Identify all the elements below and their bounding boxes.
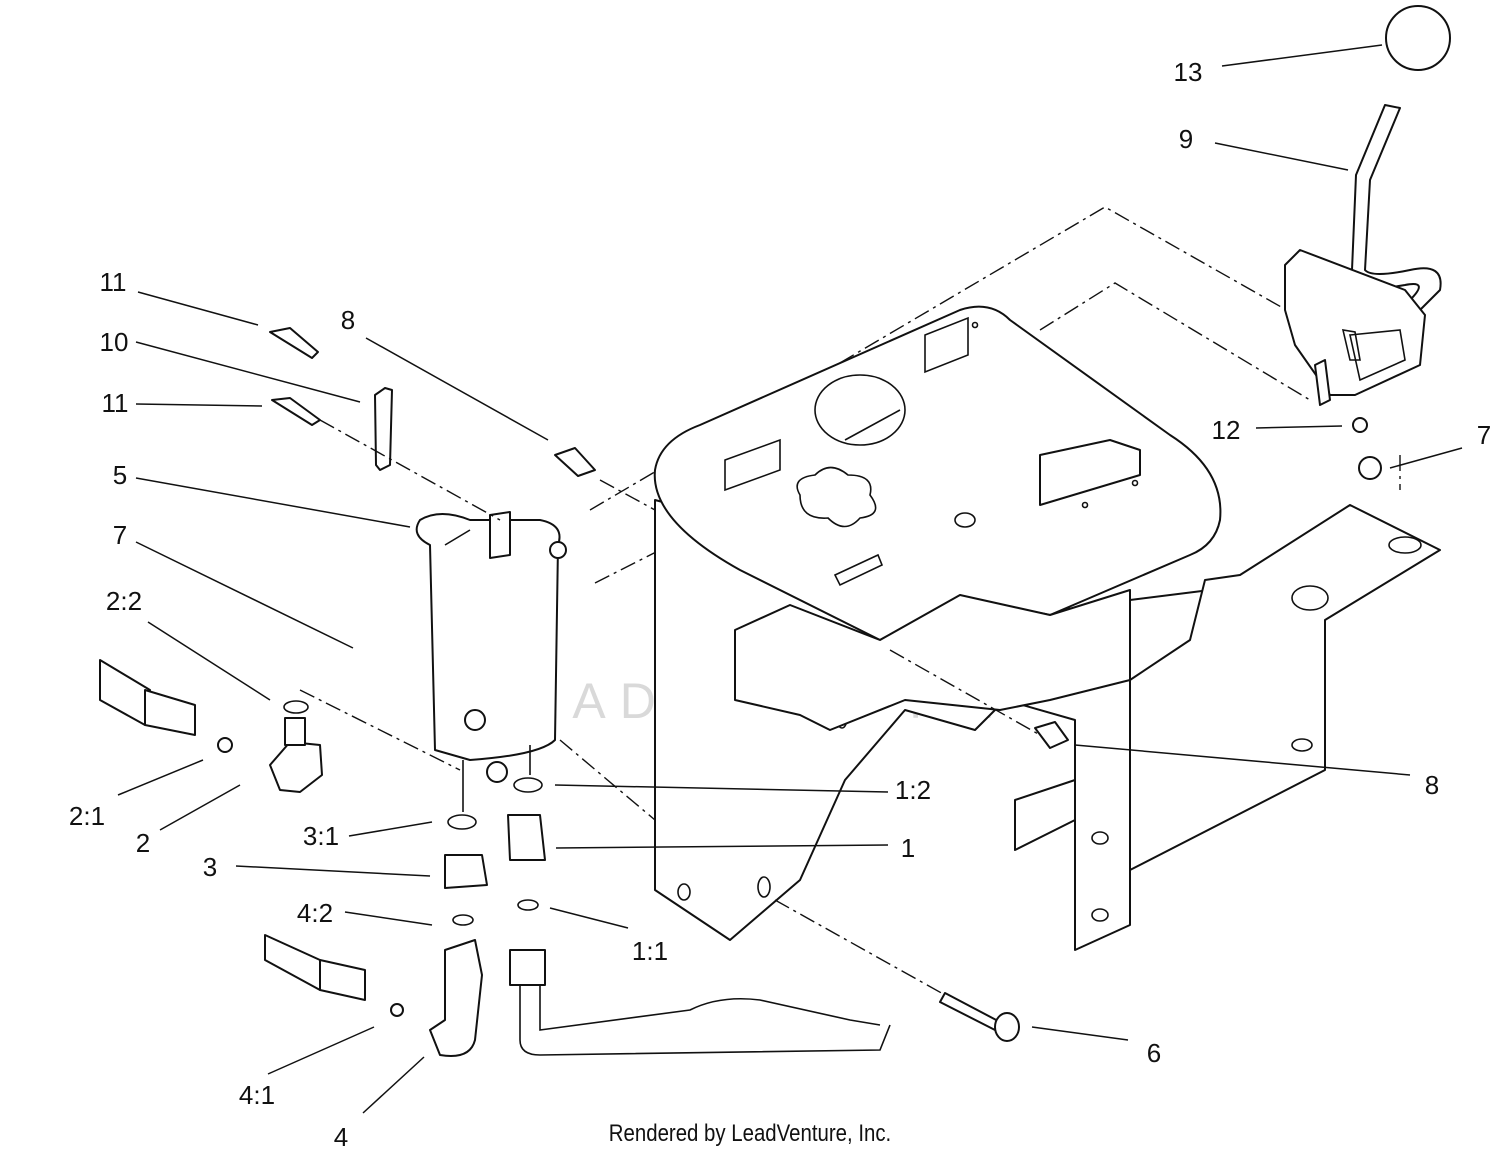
callout-10: 10	[100, 327, 129, 357]
callout-11-top: 11	[100, 267, 127, 297]
strap-and-bolts	[269, 327, 1069, 749]
fittings-and-hoses	[99, 659, 891, 1057]
callout-2-2: 2:2	[106, 586, 142, 616]
assembly-centerlines	[299, 419, 1041, 996]
carriage-bolt	[939, 992, 1020, 1042]
callout-6: 6	[1147, 1038, 1161, 1068]
callout-4: 4	[334, 1122, 348, 1152]
callout-3-1: 3:1	[303, 821, 339, 851]
callout-4-2: 4:2	[297, 898, 333, 928]
callout-8-right: 8	[1425, 770, 1439, 800]
valve-block	[415, 511, 567, 783]
control-plate	[653, 305, 1222, 731]
callout-7-left: 7	[113, 520, 127, 550]
callout-3: 3	[203, 852, 217, 882]
callout-4-1: 4:1	[239, 1080, 275, 1110]
callout-1: 1	[901, 833, 915, 863]
callout-1-1: 1:1	[632, 936, 668, 966]
knob	[1385, 5, 1451, 71]
callout-12: 12	[1212, 415, 1241, 445]
callout-labels: 13 9 11 10 11 8 5 7 2:2 2:1 2 3:1 3 4:2 …	[69, 57, 1491, 1152]
callout-5: 5	[113, 460, 127, 490]
callout-9: 9	[1179, 124, 1193, 154]
leader-lines	[117, 44, 1463, 1114]
callout-11-bottom: 11	[102, 388, 129, 418]
callout-7-right: 7	[1477, 420, 1491, 450]
footer-credit: Rendered by LeadVenture, Inc.	[608, 1120, 892, 1147]
callout-2-1: 2:1	[69, 801, 105, 831]
callout-2: 2	[136, 828, 150, 858]
callout-8-left: 8	[341, 305, 355, 335]
frame-dashed-outline	[589, 206, 1401, 584]
callout-13: 13	[1174, 57, 1203, 87]
shift-lever-assembly	[1284, 5, 1451, 480]
callout-1-2: 1:2	[895, 775, 931, 805]
